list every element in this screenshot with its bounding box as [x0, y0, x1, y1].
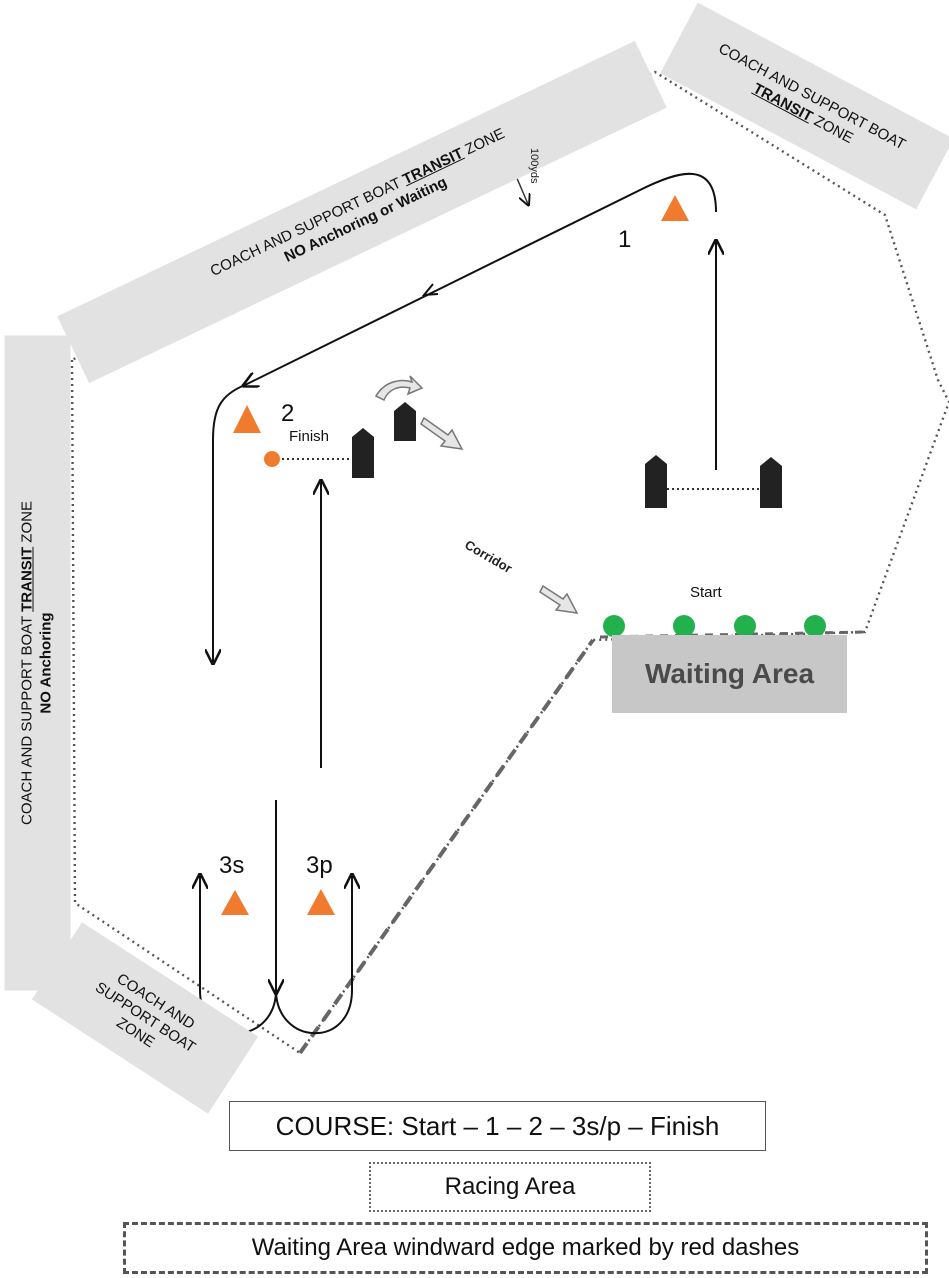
- finish-buoy: [264, 451, 280, 467]
- green-buoy: [804, 615, 826, 637]
- corridor-arrow-upper: [420, 416, 464, 450]
- mark-3s-triangle: [221, 890, 249, 915]
- racing-area-boundary: [70, 70, 949, 1055]
- green-buoy: [734, 615, 756, 637]
- distance-label: 100yds: [528, 148, 540, 184]
- leg-1-to-2: [245, 172, 717, 385]
- leg-1-to-2-arrowhead: [421, 283, 439, 297]
- mark-3s-label: 3s: [219, 852, 245, 879]
- mark-3p-label: 3p: [306, 852, 333, 879]
- racing-area-legend: Racing Area: [369, 1162, 651, 1212]
- green-buoy: [673, 615, 695, 637]
- corridor-boat: [394, 402, 416, 441]
- finish-boat: [352, 428, 374, 478]
- mark-2-label: 2: [281, 400, 295, 427]
- racing-area-legend-text: Racing Area: [444, 1173, 576, 1200]
- course-legend: COURSE: Start – 1 – 2 – 3s/p – Finish: [229, 1101, 766, 1151]
- turn-arrow: [374, 375, 424, 402]
- waiting-edge-legend: Waiting Area windward edge marked by red…: [123, 1222, 928, 1274]
- mark-1-label: 1: [618, 226, 632, 253]
- waiting-edge-legend-text: Waiting Area windward edge marked by red…: [251, 1234, 800, 1261]
- start-label: Start: [690, 584, 722, 601]
- mark-3p-triangle: [307, 889, 335, 915]
- transit-zone-left: COACH AND SUPPORT BOAT TRANSIT ZONE NO A…: [4, 335, 71, 991]
- start-boat-right: [760, 457, 782, 508]
- finish-label: Finish: [289, 428, 330, 445]
- gate-3s-loop: [200, 800, 277, 1035]
- green-buoy: [603, 615, 625, 637]
- waiting-area: Waiting Area: [612, 635, 847, 713]
- waiting-area-label: Waiting Area: [644, 658, 815, 689]
- corridor-arrow-lower: [539, 584, 579, 614]
- start-boat-left: [645, 455, 667, 508]
- course-legend-text: COURSE: Start – 1 – 2 – 3s/p – Finish: [275, 1110, 720, 1141]
- mark-1-triangle: [661, 195, 689, 221]
- gate-3p-loop: [275, 876, 352, 1035]
- leg-2-to-3: [213, 384, 246, 662]
- waiting-edge-dashes: [298, 638, 595, 1055]
- mark-2-triangle: [233, 405, 261, 433]
